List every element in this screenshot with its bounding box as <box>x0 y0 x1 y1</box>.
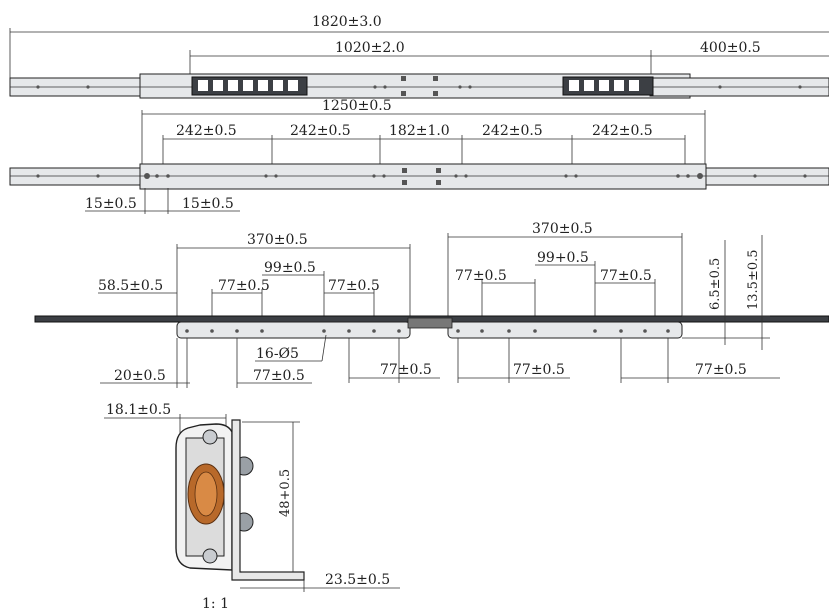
dim-bottom-b: 77±0.5 <box>380 362 432 378</box>
dim-travel: 1020±2.0 <box>335 40 405 56</box>
bracket-right <box>447 321 683 339</box>
dim-bottom-a: 77±0.5 <box>253 368 305 384</box>
scale-label: 1: 1 <box>202 596 229 612</box>
dim-bottom-d: 77±0.5 <box>695 362 747 378</box>
dim-vertical-b: 13.5±0.5 <box>746 249 761 310</box>
view-extended-slide: 1820±3.0 1020±2.0 400±0.5 <box>9 14 829 99</box>
dim-section-width: 18.1±0.5 <box>106 402 171 418</box>
dim-right-pitch-b: 77±0.5 <box>600 268 652 284</box>
dim-pitch-4: 242±0.5 <box>482 123 543 139</box>
dim-pitch-2: 242±0.5 <box>290 123 351 139</box>
dim-extension: 400±0.5 <box>700 40 761 56</box>
dim-left-pitch-b: 77±0.5 <box>328 278 380 294</box>
dim-right-pitch-a: 77±0.5 <box>455 268 507 284</box>
l-bracket <box>231 419 305 581</box>
dim-offset: 58.5±0.5 <box>98 278 163 294</box>
dim-bottom-c: 77±0.5 <box>513 362 565 378</box>
dim-pitch-5: 242±0.5 <box>592 123 653 139</box>
view-cross-section: 18.1±0.5 48+0.5 23.5±0.5 1: 1 <box>104 402 400 612</box>
dim-vertical-a: 6.5±0.5 <box>708 258 723 310</box>
dim-pitch-3: 182±1.0 <box>389 123 450 139</box>
dim-overall-length: 1820±3.0 <box>312 14 382 30</box>
dim-left-pitch-a: 77±0.5 <box>218 278 270 294</box>
dim-end-left: 15±0.5 <box>85 196 137 212</box>
view-hole-pitch: 1250±0.5 242±0.5 242±0.5 182±1.0 242±0.5… <box>9 98 829 214</box>
bracket-left <box>176 321 411 339</box>
dim-left-mid: 99±0.5 <box>264 260 316 276</box>
dim-bottom-left: 20±0.5 <box>114 368 166 384</box>
dim-right-span: 370±0.5 <box>532 221 593 237</box>
dim-pitch-1: 242±0.5 <box>176 123 237 139</box>
dim-rail-length: 1250±0.5 <box>322 98 392 114</box>
dim-right-mid: 99+0.5 <box>537 250 589 266</box>
ball-icon-bottom <box>202 548 218 564</box>
dim-left-span: 370±0.5 <box>247 232 308 248</box>
dim-hole-count: 16-Ø5 <box>256 346 299 362</box>
ball-icon-top <box>202 429 218 445</box>
dim-end-right: 15±0.5 <box>182 196 234 212</box>
dim-bracket: 23.5±0.5 <box>325 572 390 588</box>
view-mounting-holes: 370±0.5 370±0.5 58.5±0.5 77±0.5 99±0.5 7… <box>34 221 829 388</box>
inner-rail-side <box>139 163 707 190</box>
dim-section-height: 48+0.5 <box>278 469 293 517</box>
